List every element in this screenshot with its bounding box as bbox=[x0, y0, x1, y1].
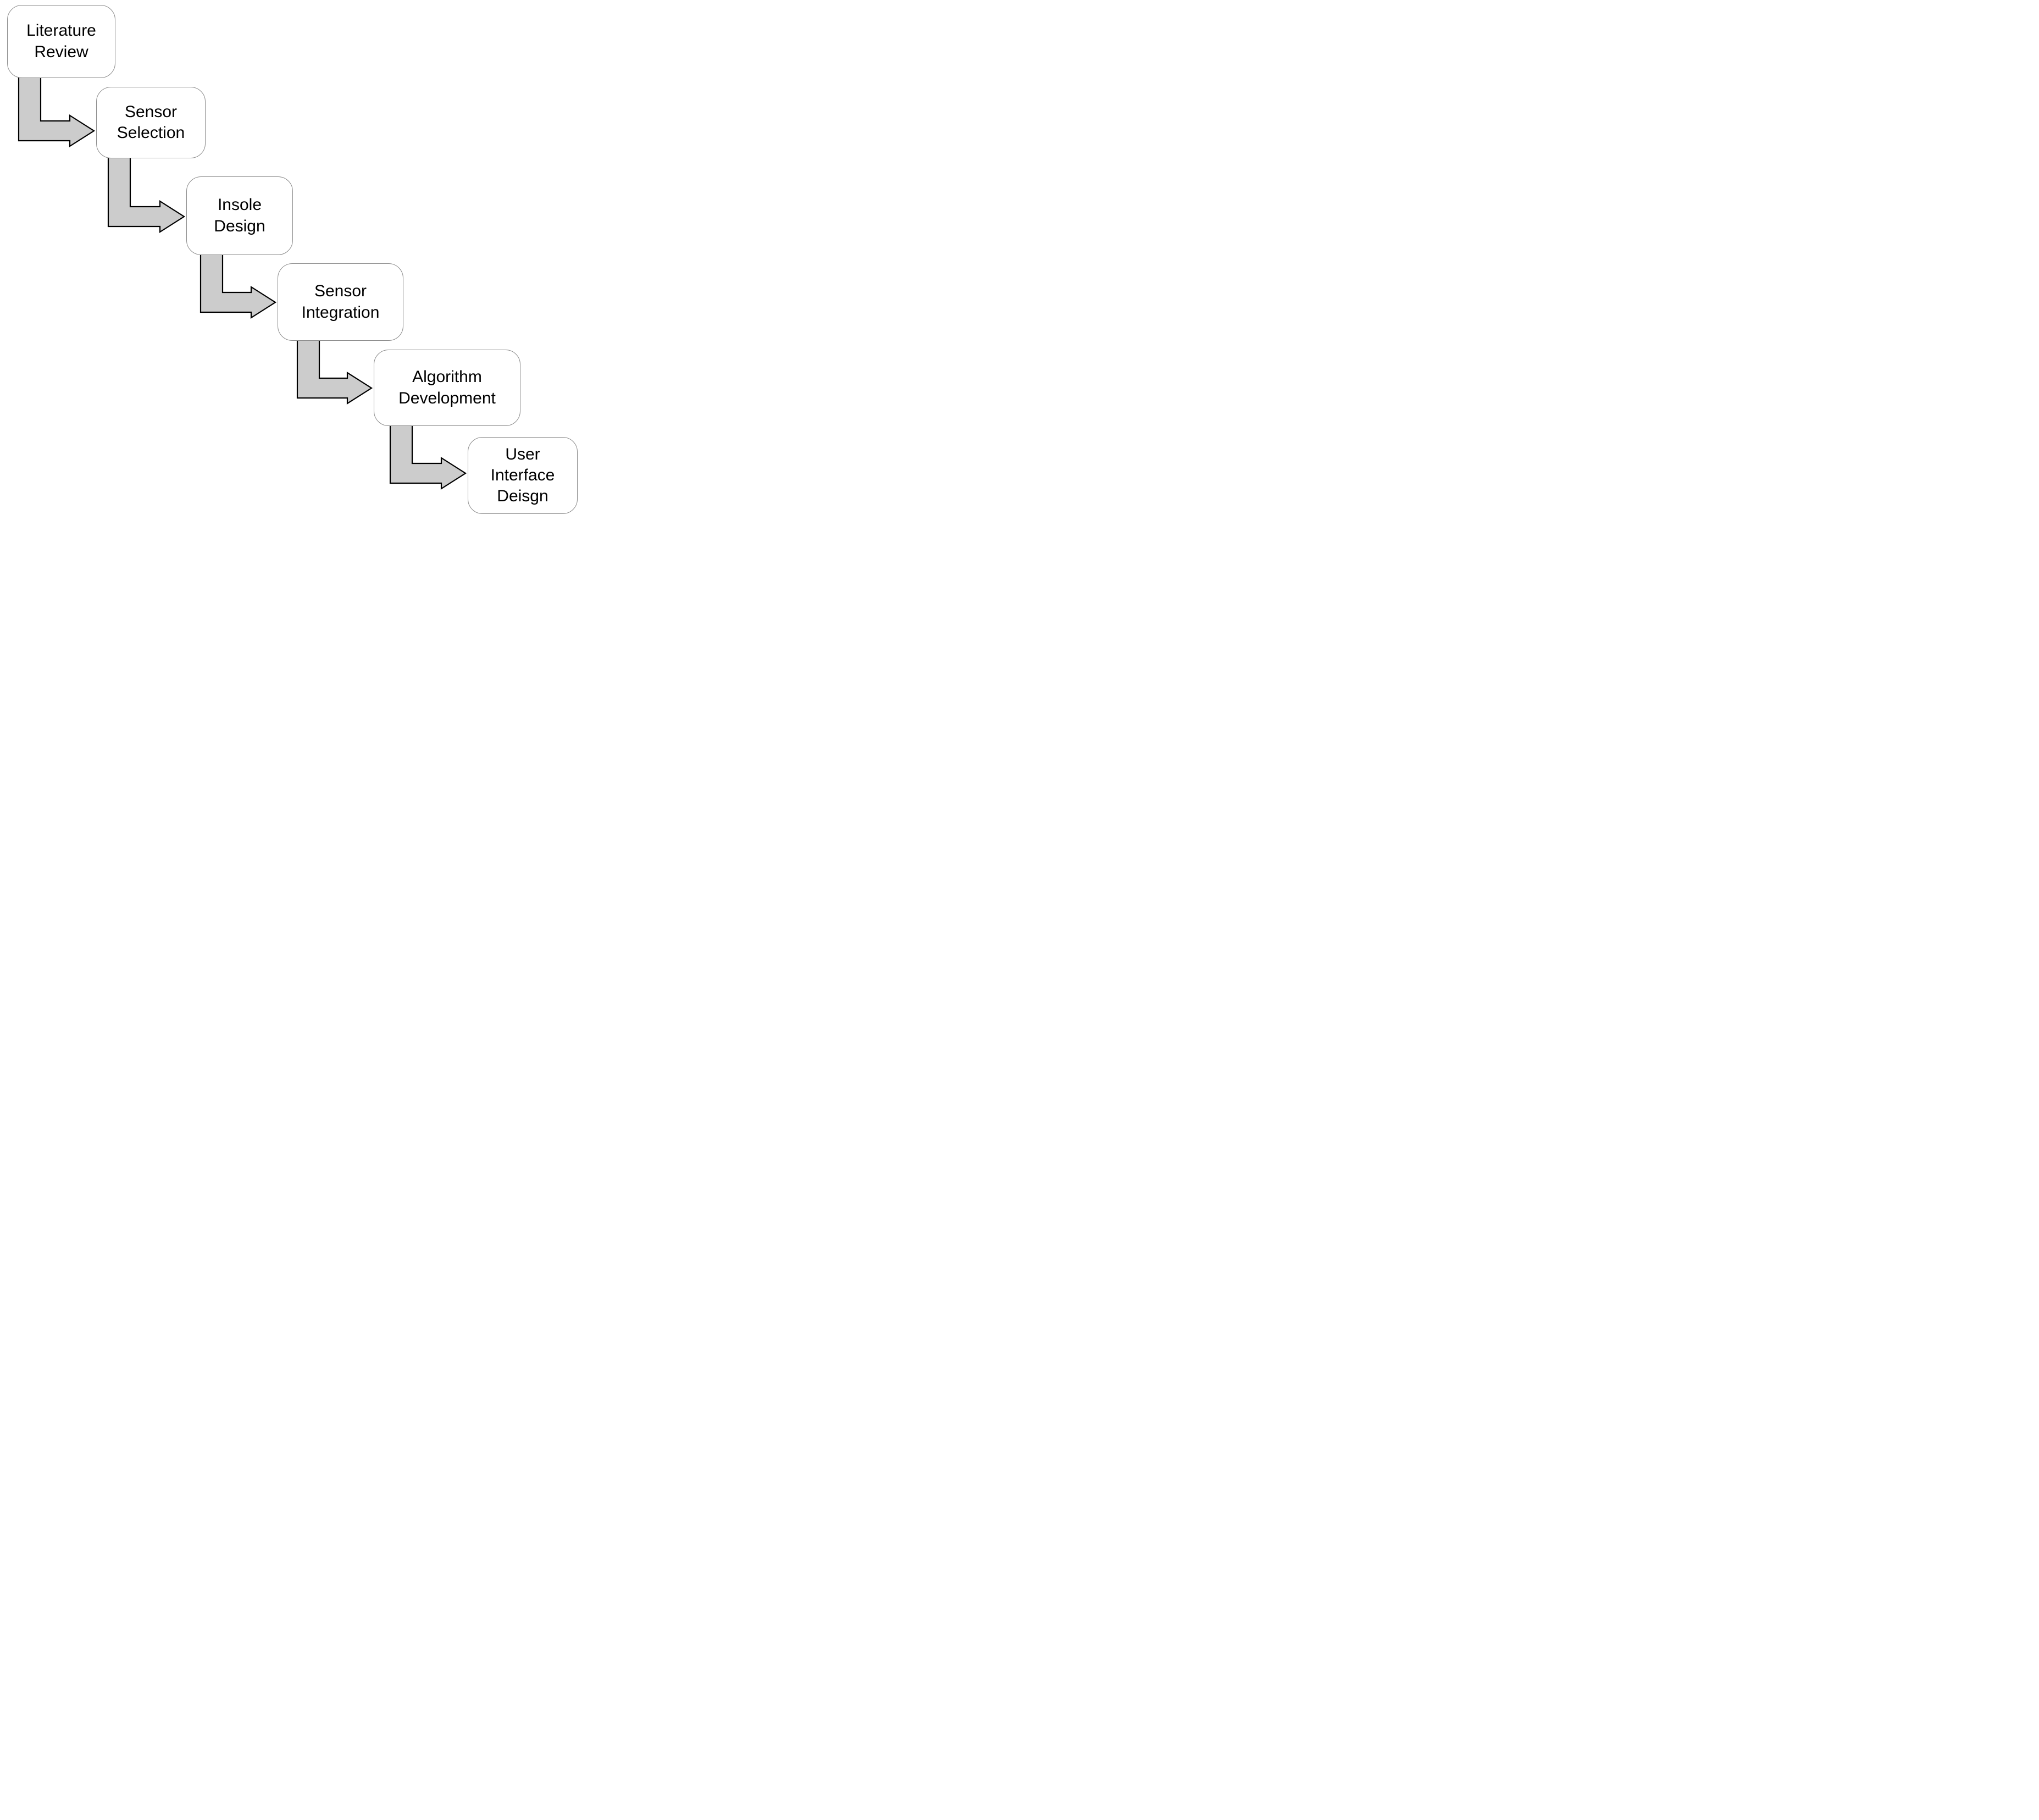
flow-step-label: Insole Design bbox=[214, 196, 265, 235]
flow-step-insole-design: Insole Design bbox=[186, 176, 293, 255]
flow-step-label: Literature Review bbox=[26, 21, 96, 61]
flow-step-label: Algorithm Development bbox=[398, 368, 496, 407]
elbow-arrow-1 bbox=[18, 76, 96, 148]
connector-layer bbox=[18, 76, 467, 490]
flow-step-sensor-integration: Sensor Integration bbox=[278, 263, 403, 341]
flow-step-user-interface-design: User Interface Deisgn bbox=[468, 437, 578, 514]
flow-step-label: Sensor Integration bbox=[301, 282, 380, 322]
elbow-arrow-4 bbox=[296, 338, 373, 405]
flow-step-literature-review: Literature Review bbox=[7, 5, 115, 78]
flow-step-label: Sensor Selection bbox=[117, 102, 185, 142]
flowchart-canvas: Literature Review Sensor Selection Insol… bbox=[0, 0, 583, 520]
flow-step-label: User Interface Deisgn bbox=[490, 445, 555, 506]
elbow-arrow-5 bbox=[389, 423, 467, 490]
elbow-arrow-2 bbox=[107, 156, 186, 234]
flow-step-algorithm-development: Algorithm Development bbox=[374, 350, 520, 426]
flow-step-sensor-selection: Sensor Selection bbox=[96, 87, 206, 158]
elbow-arrow-3 bbox=[200, 253, 277, 319]
